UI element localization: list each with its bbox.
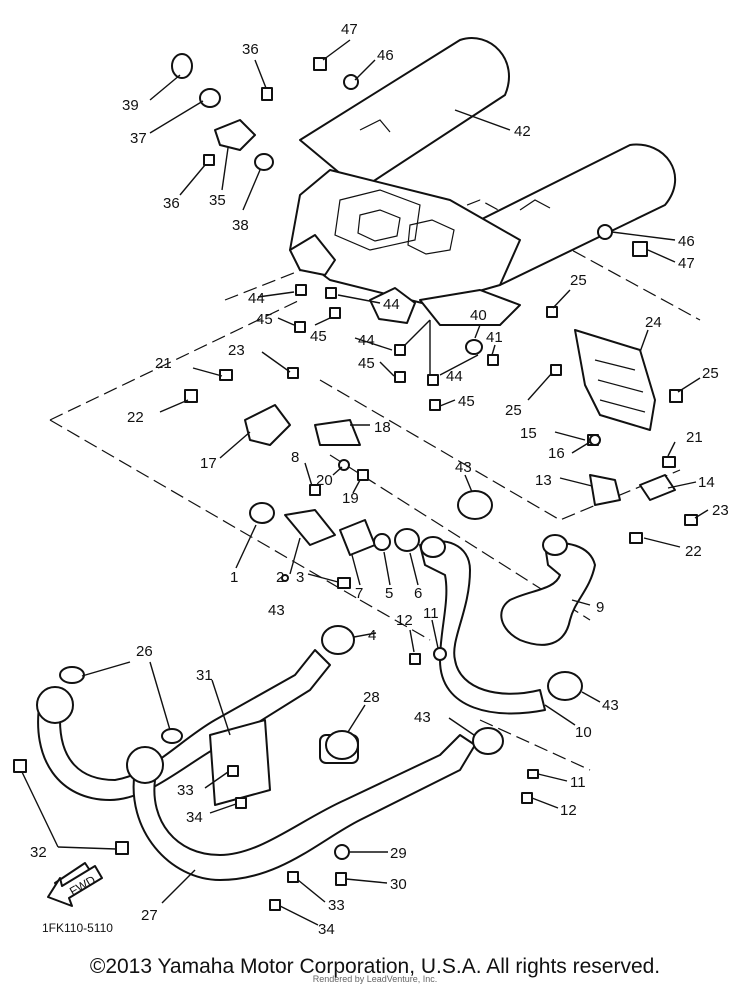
callout-46-upper: 46	[377, 47, 394, 64]
callout-5: 5	[385, 585, 393, 602]
callout-46-lower: 46	[678, 233, 695, 250]
middle-pipes	[419, 534, 596, 715]
callout-22-right: 22	[685, 543, 702, 560]
callout-34-upper: 34	[186, 809, 203, 826]
callout-36-lower: 36	[163, 195, 180, 212]
callout-47-upper: 47	[341, 21, 358, 38]
callout-45-d: 45	[458, 393, 475, 410]
muffler-assembly	[289, 37, 677, 326]
callout-32: 32	[30, 844, 47, 861]
callout-19: 19	[342, 490, 359, 507]
callout-14: 14	[698, 474, 715, 491]
callout-29: 29	[390, 845, 407, 862]
callout-24: 24	[645, 314, 662, 331]
callout-37: 37	[130, 130, 147, 147]
callout-21-left: 21	[155, 355, 172, 372]
leader-lines	[21, 39, 709, 926]
callout-45-c: 45	[358, 355, 375, 372]
callout-40: 40	[470, 307, 487, 324]
callout-12-lower: 12	[560, 802, 577, 819]
callout-33-upper: 33	[177, 782, 194, 799]
callout-34-lower: 34	[318, 921, 335, 938]
callout-13: 13	[535, 472, 552, 489]
callout-7: 7	[355, 585, 363, 602]
callout-9: 9	[596, 599, 604, 616]
callout-38: 38	[232, 217, 249, 234]
callout-39: 39	[122, 97, 139, 114]
callout-43-c: 43	[602, 697, 619, 714]
callout-42: 42	[514, 123, 531, 140]
callout-45-a: 45	[256, 311, 273, 328]
callout-10: 10	[575, 724, 592, 741]
callout-36-upper: 36	[242, 41, 259, 58]
callout-41: 41	[486, 329, 503, 346]
render-watermark: Rendered by LeadVenture, Inc.	[312, 974, 438, 984]
callout-44-a: 44	[248, 290, 265, 307]
callout-1: 1	[230, 569, 238, 586]
callout-labels: 1 2 3 4 5 6 7 8 9 10 11 11 12 12 13 14 1…	[30, 21, 729, 938]
copyright-notice: ©2013 Yamaha Motor Corporation, U.S.A. A…	[89, 955, 661, 978]
callout-16: 16	[548, 445, 565, 462]
callout-25-a: 25	[570, 272, 587, 289]
callout-18: 18	[374, 419, 391, 436]
callout-43-a: 43	[455, 459, 472, 476]
callout-3: 3	[296, 569, 304, 586]
callout-45-b: 45	[310, 328, 327, 345]
callout-33-lower: 33	[328, 897, 345, 914]
callout-20: 20	[316, 472, 333, 489]
callout-21-right: 21	[686, 429, 703, 446]
small-parts	[13, 53, 698, 911]
callout-44-d: 44	[446, 368, 463, 385]
callout-25-c: 25	[505, 402, 522, 419]
callout-11-lower: 11	[570, 774, 586, 791]
callout-28: 28	[363, 689, 380, 706]
callout-26: 26	[136, 643, 153, 660]
callout-31: 31	[196, 667, 213, 684]
callout-27: 27	[141, 907, 158, 924]
callout-15: 15	[520, 425, 537, 442]
figure-code: 1FK110-5110	[42, 921, 113, 935]
callout-17: 17	[200, 455, 217, 472]
callout-23-left: 23	[228, 342, 245, 359]
callout-25-b: 25	[702, 365, 719, 382]
callout-11-upper: 11	[423, 605, 439, 622]
callout-12-upper: 12	[396, 612, 413, 629]
callout-22-left: 22	[127, 409, 144, 426]
callout-2: 2	[276, 569, 284, 586]
callout-35: 35	[209, 192, 226, 209]
callout-6: 6	[414, 585, 422, 602]
callout-43-d: 43	[414, 709, 431, 726]
callout-23-right: 23	[712, 502, 729, 519]
callout-4: 4	[368, 627, 376, 644]
exhaust-parts-diagram: FWD	[13, 21, 729, 938]
callout-44-b: 44	[383, 296, 400, 313]
callout-44-c: 44	[358, 332, 375, 349]
callout-8: 8	[291, 449, 299, 466]
callout-43-b: 43	[268, 602, 285, 619]
callout-30: 30	[390, 876, 407, 893]
callout-47-lower: 47	[678, 255, 695, 272]
header-pipes	[36, 649, 476, 881]
